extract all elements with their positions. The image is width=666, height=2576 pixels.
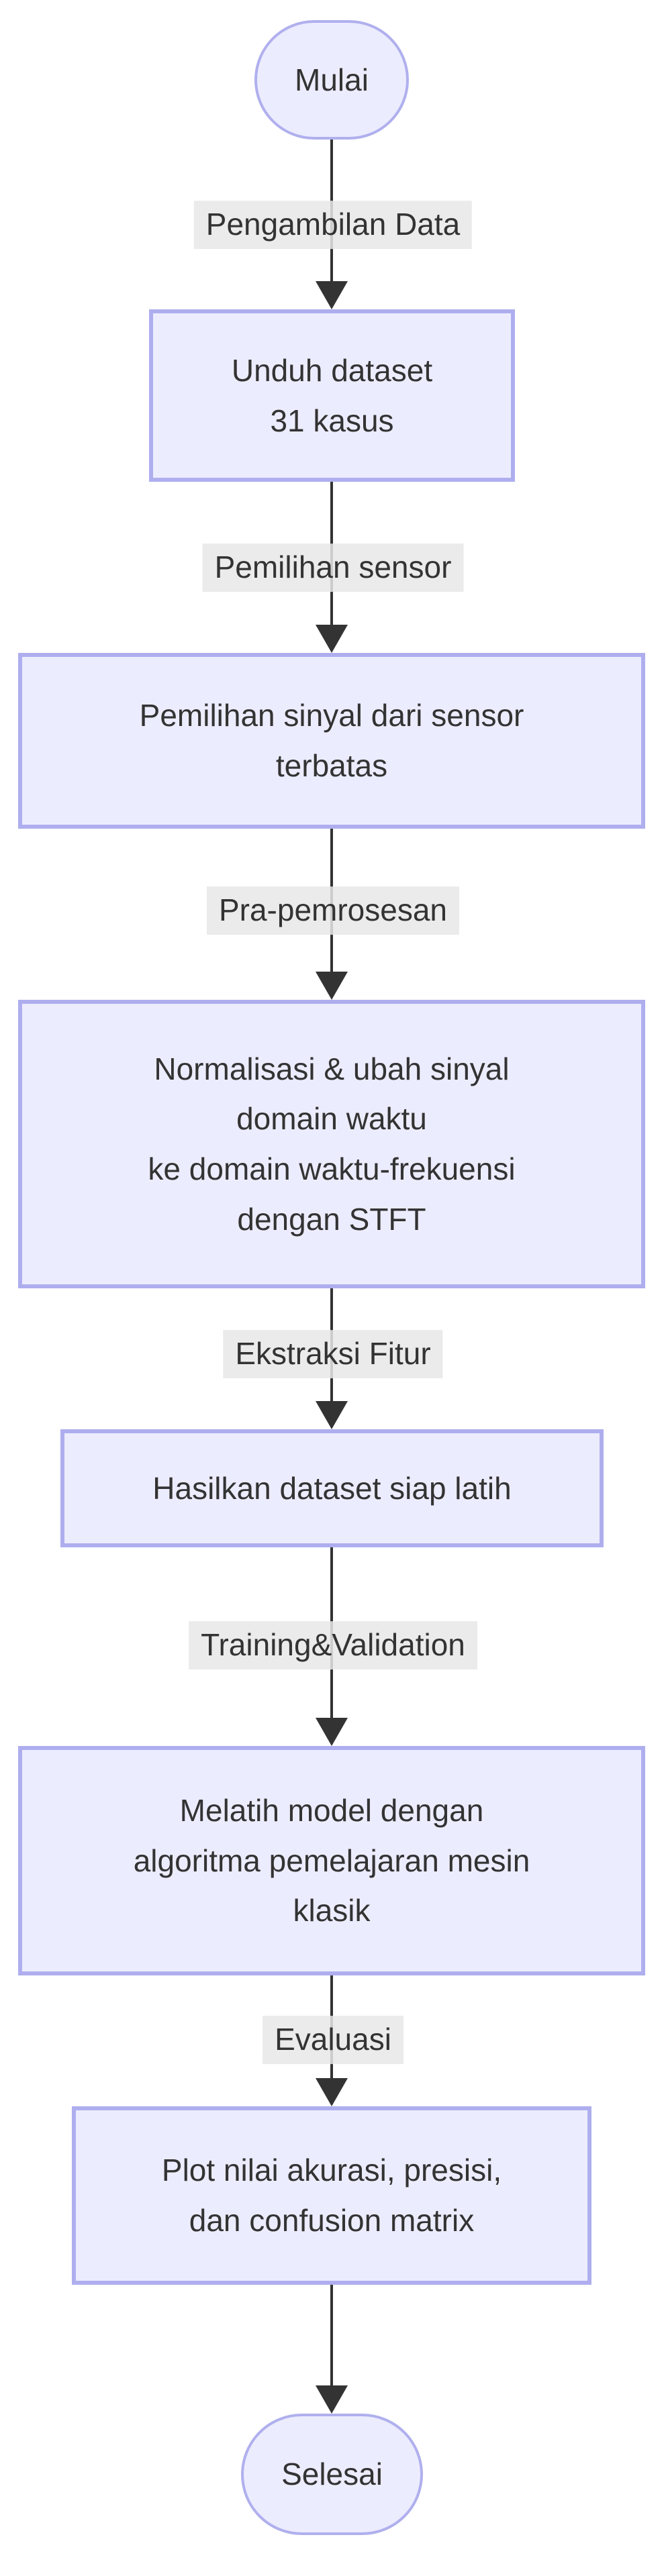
- node-label-line: Plot nilai akurasi, presisi,: [161, 2153, 502, 2188]
- node-label-line: Melatih model dengan: [179, 1793, 484, 1828]
- node-label: Mulai: [295, 62, 369, 97]
- edge-label-evaluasi: Evaluasi: [263, 2016, 403, 2064]
- node-label-line: Pemilihan sinyal dari sensor: [139, 698, 524, 733]
- edge-line: [330, 2285, 333, 2387]
- node-hasilkan-dataset: Hasilkan dataset siap latih: [60, 1429, 604, 1547]
- node-melatih-model: Melatih model dengan algoritma pemelajar…: [18, 1746, 645, 1975]
- node-pemilihan-sinyal: Pemilihan sinyal dari sensor terbatas: [18, 653, 645, 829]
- node-label-line: dan confusion matrix: [189, 2203, 475, 2238]
- arrowhead-down-icon: [316, 1401, 348, 1429]
- arrowhead-down-icon: [316, 625, 348, 653]
- edge-label-pengambilan-data: Pengambilan Data: [193, 201, 473, 249]
- node-label-line: domain waktu: [236, 1101, 427, 1137]
- node-label-line: terbatas: [275, 748, 388, 783]
- node-label-line: Unduh dataset: [231, 352, 433, 388]
- arrowhead-down-icon: [316, 2078, 348, 2106]
- arrowhead-down-icon: [316, 1718, 348, 1746]
- arrowhead-down-icon: [316, 281, 348, 309]
- edge-label-training-validation: Training&Validation: [189, 1621, 477, 1669]
- node-label-line: 31 kasus: [270, 403, 394, 438]
- node-unduh-dataset: Unduh dataset 31 kasus: [149, 309, 515, 482]
- node-normalisasi-stft: Normalisasi & ubah sinyal domain waktu k…: [18, 1000, 645, 1288]
- node-label-line: ke domain waktu-frekuensi: [148, 1151, 516, 1186]
- node-label-line: dengan STFT: [237, 1201, 426, 1237]
- node-label-line: Normalisasi & ubah sinyal: [154, 1051, 510, 1086]
- node-label-line: algoritma pemelajaran mesin: [133, 1843, 530, 1878]
- node-label-line: klasik: [293, 1893, 371, 1928]
- node-label-line: Hasilkan dataset siap latih: [152, 1470, 512, 1506]
- arrowhead-down-icon: [316, 2385, 348, 2414]
- node-end-selesai: Selesai: [241, 2414, 423, 2535]
- node-label: Selesai: [281, 2457, 383, 2492]
- edge-label-pemilihan-sensor: Pemilihan sensor: [202, 544, 464, 592]
- arrowhead-down-icon: [316, 972, 348, 1000]
- edge-label-ekstraksi-fitur: Ekstraksi Fitur: [223, 1330, 443, 1378]
- edge-label-pra-pemrosesan: Pra-pemrosesan: [206, 886, 460, 935]
- node-plot-akurasi: Plot nilai akurasi, presisi, dan confusi…: [72, 2106, 591, 2285]
- node-start-mulai: Mulai: [254, 20, 409, 140]
